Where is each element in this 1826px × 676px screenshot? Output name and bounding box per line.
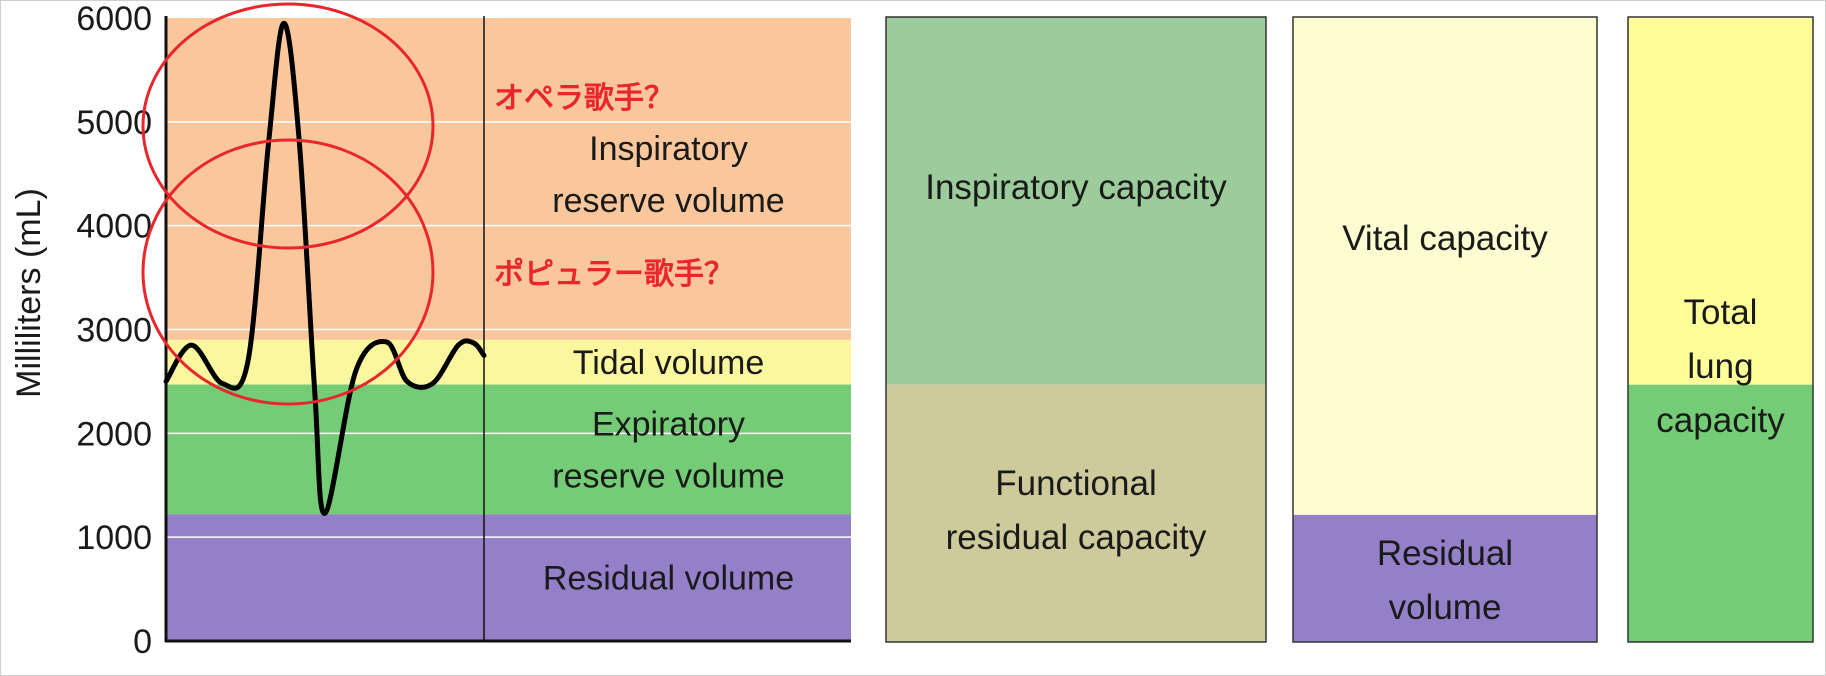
vital-capacity-label: Vital capacity <box>1342 219 1548 258</box>
residual-volume-column-label: Residual <box>1377 534 1513 573</box>
functional-residual-capacity-box <box>886 384 1266 642</box>
residual-volume-column-label: volume <box>1389 588 1502 627</box>
y-tick-label: 1000 <box>76 519 152 557</box>
zone-label: Tidal volume <box>573 344 764 382</box>
vital-capacity-box <box>1293 17 1597 515</box>
annotation-circle-lower <box>141 138 435 406</box>
y-tick-label: 5000 <box>76 104 152 142</box>
zone-residual-volume <box>166 514 851 641</box>
inspiratory-capacity-label: Inspiratory capacity <box>925 168 1227 207</box>
zone-inspiratory-reserve-volume <box>166 18 851 340</box>
gridlines <box>166 121 851 538</box>
capacity-columns <box>885 16 1814 643</box>
y-tick-label: 6000 <box>76 0 152 38</box>
zone-label: reserve volume <box>552 182 784 220</box>
y-tick-label: 3000 <box>76 312 152 350</box>
annotation-circle-upper <box>141 2 435 250</box>
breathing-trace <box>163 20 487 516</box>
total-lung-capacity-label: capacity <box>1656 401 1785 440</box>
zone-tidal-volume <box>166 339 851 385</box>
zone-label: reserve volume <box>552 457 784 495</box>
zone-expiratory-reserve-volume <box>166 384 851 515</box>
functional-residual-capacity-label: Functional <box>995 464 1156 503</box>
y-tick-label: 4000 <box>76 208 152 246</box>
zone-label: Expiratory <box>592 405 745 443</box>
residual-volume-column-box <box>1293 514 1597 642</box>
y-tick-label: 0 <box>133 623 152 661</box>
y-tick-labels: 0 1000 2000 3000 4000 5000 6000 <box>76 0 152 661</box>
annotation-opera-singer: オペラ歌手？ <box>494 82 674 115</box>
y-axis-label: Milliliters (mL) <box>10 188 48 398</box>
total-lung-capacity-upper <box>1628 17 1813 385</box>
vital-capacity-outline <box>1292 16 1598 643</box>
inspiratory-capacity-outline <box>885 16 1267 643</box>
annotation-popular-singer: ポピュラー歌手？ <box>494 258 734 291</box>
inspiratory-capacity-box <box>886 17 1266 385</box>
total-lung-capacity-label: lung <box>1687 347 1753 386</box>
total-lung-capacity-outline <box>1627 16 1814 643</box>
functional-residual-capacity-label: residual capacity <box>946 518 1207 557</box>
zone-label: Residual volume <box>543 560 794 598</box>
zone-label: Inspiratory <box>589 130 748 168</box>
total-lung-capacity-label: Total <box>1684 293 1758 332</box>
total-lung-capacity-lower <box>1628 384 1813 642</box>
y-tick-label: 2000 <box>76 415 152 453</box>
